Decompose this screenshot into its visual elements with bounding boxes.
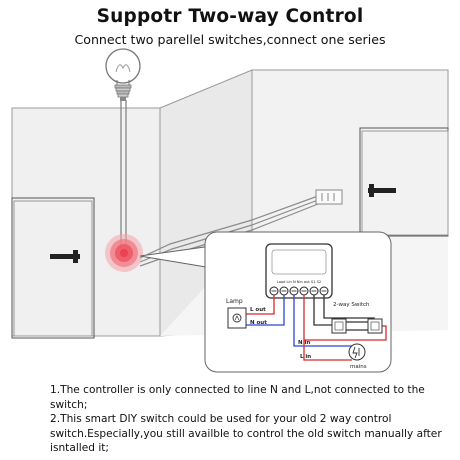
two-way-switch-label: 2-way Switch bbox=[333, 302, 370, 308]
left-door-handle bbox=[50, 254, 80, 259]
note-2: 2.This smart DIY switch could be used fo… bbox=[50, 413, 442, 455]
mains-plug-icon bbox=[348, 343, 366, 361]
light-bulb-icon bbox=[105, 48, 141, 101]
right-door-knob bbox=[369, 184, 374, 197]
note-1: 1.The controller is only connected to li… bbox=[50, 384, 425, 411]
l-in-wire bbox=[303, 295, 352, 361]
right-door-handle bbox=[368, 188, 396, 193]
lamp-label: Lamp bbox=[226, 298, 243, 305]
n-out-label: N out bbox=[250, 320, 267, 326]
l-out-wire bbox=[245, 295, 275, 315]
two-way-switch-right-icon bbox=[367, 318, 383, 334]
mains-label: mains bbox=[350, 364, 367, 370]
l-out-label: L out bbox=[250, 307, 266, 313]
left-wall bbox=[11, 107, 161, 337]
right-door bbox=[359, 127, 449, 237]
terminal-labels: Load Lin N Nin out S1 S2 bbox=[277, 280, 321, 284]
switch-return bbox=[304, 325, 387, 341]
lamp-icon bbox=[227, 307, 247, 329]
bulb-cable bbox=[120, 100, 127, 250]
two-way-switch-left-icon bbox=[331, 318, 347, 334]
left-door bbox=[11, 197, 95, 339]
page-subtitle: Connect two parellel switches,connect on… bbox=[74, 32, 386, 47]
smart-controller: Load Lin N Nin out S1 S2 bbox=[265, 243, 333, 299]
wall-box-right bbox=[315, 189, 343, 205]
left-door-knob bbox=[73, 250, 78, 263]
wiring-callout bbox=[204, 231, 392, 373]
installation-notes: 1.The controller is only connected to li… bbox=[50, 383, 455, 456]
n-in-wire bbox=[293, 295, 352, 347]
l-in-label: L in bbox=[300, 354, 311, 360]
s1-wire bbox=[313, 295, 336, 326]
n-out-wire bbox=[245, 295, 285, 326]
n-in-label: N in bbox=[298, 340, 310, 346]
switch-location-hotspot bbox=[105, 234, 143, 272]
right-wall bbox=[251, 69, 449, 237]
page-title: Suppotr Two-way Control bbox=[96, 6, 364, 27]
